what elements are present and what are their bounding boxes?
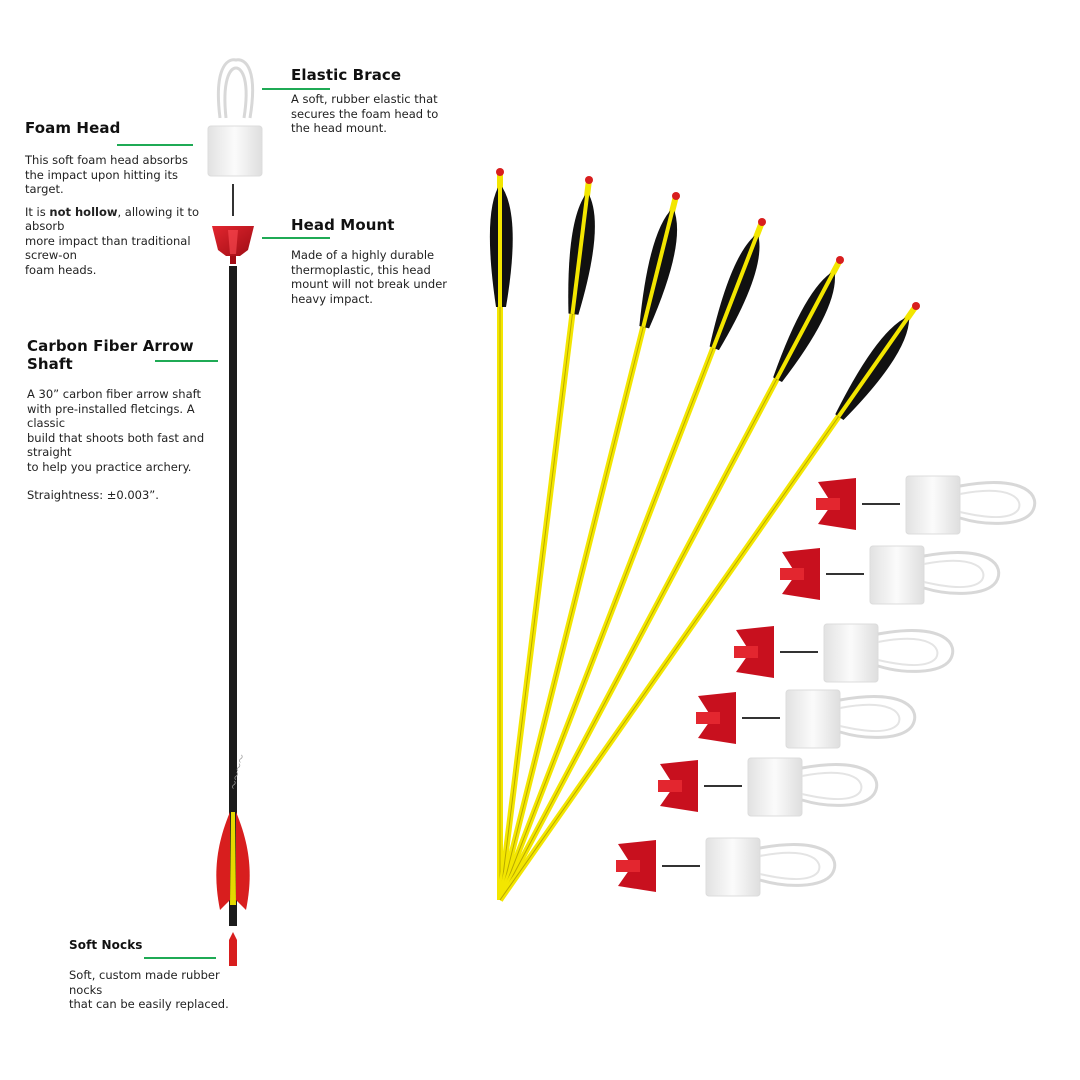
soft-nocks-text: Soft, custom made rubber nocks that can …	[69, 968, 229, 1011]
foam-head-text-2: It is not hollow, allowing it to absorb …	[25, 205, 200, 278]
elastic-brace-callout: Elastic Brace A soft, rubber elastic tha…	[291, 66, 461, 136]
shaft-text: A 30” carbon fiber arrow shaft with pre-…	[27, 387, 205, 474]
soft-nocks-title: Soft Nocks	[69, 938, 143, 952]
elastic-brace-title: Elastic Brace	[291, 66, 402, 84]
nock-part	[229, 932, 237, 966]
foam-head-callout: Foam Head This soft foam head absorbs th…	[25, 119, 200, 277]
yellow-arrow	[497, 218, 766, 902]
head-mount-title: Head Mount	[291, 216, 395, 234]
spare-head-set	[616, 475, 1037, 897]
foam-head-title: Foam Head	[25, 119, 121, 137]
spare-head	[658, 757, 879, 817]
spare-head	[616, 837, 837, 897]
foam-head-text: This soft foam head absorbs the impact u…	[25, 153, 188, 196]
shaft-callout: Carbon Fiber Arrow Shaft A 30” carbon fi…	[27, 337, 217, 503]
yellow-arrow	[489, 168, 513, 900]
spare-head	[780, 545, 1001, 605]
spare-head	[734, 623, 955, 683]
head-mount-callout: Head Mount Made of a highly durable ther…	[291, 216, 461, 306]
foam-head-part	[207, 125, 263, 177]
foam-head-text-2-pre: It is	[25, 204, 50, 219]
shaft-text-2: Straightness: ±0.003”.	[27, 488, 159, 502]
yellow-arrow	[497, 192, 680, 901]
spare-head	[696, 689, 917, 749]
foam-head-text-2-bold: not hollow	[49, 204, 118, 219]
elastic-brace-part	[216, 58, 255, 119]
yellow-arrow	[497, 302, 920, 902]
part-connectors	[117, 88, 330, 959]
exploded-arrow: 〜〜〜〜	[207, 58, 263, 966]
soft-nocks-callout: Soft Nocks Soft, custom made rubber nock…	[69, 938, 239, 1012]
elastic-brace-text: A soft, rubber elastic that secures the …	[291, 92, 439, 135]
head-mount-part	[212, 226, 254, 264]
arrow-fan	[489, 168, 920, 902]
yellow-arrow	[497, 176, 595, 901]
foam-head-text-2-post: , allowing it to absorb more impact than…	[25, 204, 200, 277]
yellow-arrow	[497, 256, 844, 902]
spare-head	[816, 475, 1037, 535]
carbon-shaft-part	[229, 266, 237, 926]
head-mount-text: Made of a highly durable thermoplastic, …	[291, 248, 448, 306]
shaft-title: Carbon Fiber Arrow Shaft	[27, 337, 194, 373]
red-fletching-part	[216, 812, 250, 910]
